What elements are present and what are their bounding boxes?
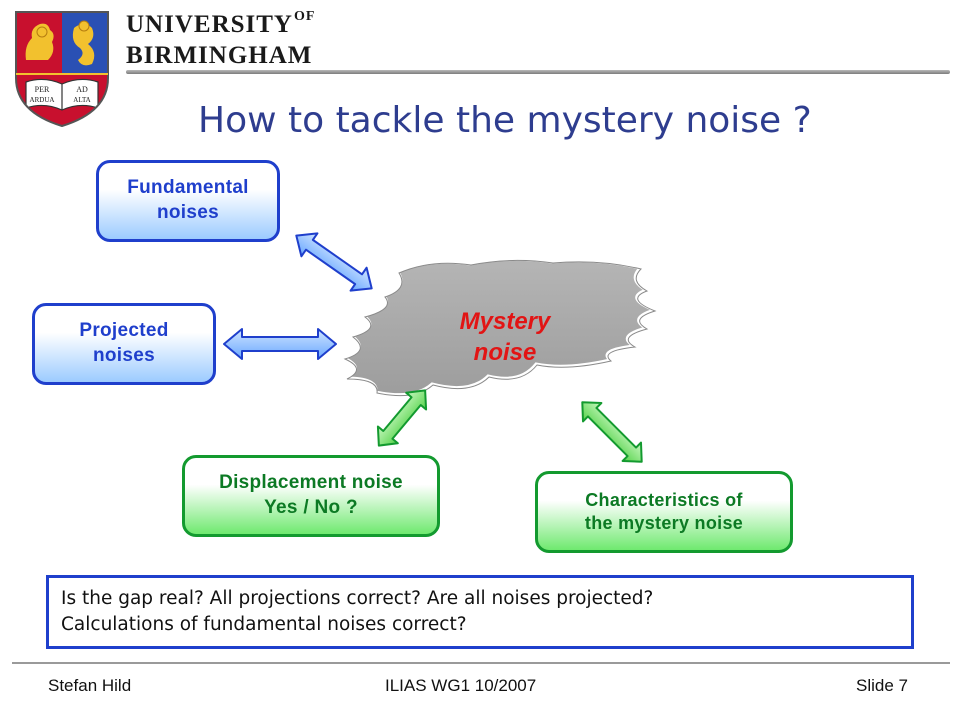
questions-box: Is the gap real? All projections correct… bbox=[46, 575, 914, 649]
characteristics-box: Characteristics of the mystery noise bbox=[535, 471, 793, 553]
university-crest-logo: PER ARDUA AD ALTA bbox=[15, 11, 109, 128]
arrow-fundamental-mystery bbox=[295, 232, 373, 292]
footer-author: Stefan Hild bbox=[48, 676, 132, 695]
arrow-projected-mystery bbox=[223, 328, 337, 360]
question-line-1: Is the gap real? All projections correct… bbox=[61, 588, 654, 609]
fundamental-noises-box: Fundamental noises bbox=[96, 160, 280, 242]
characteristics-label: Characteristics of the mystery noise bbox=[584, 489, 744, 533]
fundamental-noises-label: Fundamental noises bbox=[127, 177, 249, 223]
university-name: UNIVERSITYOF BIRMINGHAM bbox=[126, 9, 316, 69]
displacement-noise-label: Displacement noise Yes / No ? bbox=[219, 472, 403, 518]
university-line1: UNIVERSITY bbox=[126, 11, 293, 38]
projected-noises-label: Projected noises bbox=[79, 320, 169, 366]
projected-noises-box: Projected noises bbox=[32, 303, 216, 385]
arrow-mystery-characteristics bbox=[581, 401, 643, 463]
mystery-noise-label: Mystery noise bbox=[459, 308, 551, 367]
question-line-2: Calculations of fundamental noises corre… bbox=[61, 613, 467, 635]
footer-divider bbox=[12, 662, 950, 664]
svg-text:AD: AD bbox=[76, 85, 88, 94]
displacement-noise-box: Displacement noise Yes / No ? bbox=[182, 455, 440, 537]
university-line2: BIRMINGHAM bbox=[126, 42, 313, 69]
header-divider bbox=[126, 70, 950, 74]
mystery-cloud-shape bbox=[339, 257, 659, 397]
svg-text:ALTA: ALTA bbox=[73, 96, 90, 104]
svg-text:PER: PER bbox=[35, 85, 50, 94]
svg-text:ARDUA: ARDUA bbox=[30, 96, 55, 104]
university-of: OF bbox=[293, 9, 316, 24]
footer-event: ILIAS WG1 10/2007 bbox=[385, 676, 537, 695]
arrow-mystery-displacement bbox=[376, 389, 428, 447]
footer-slide-number: Slide 7 bbox=[856, 676, 908, 695]
slide-title: How to tackle the mystery noise ? bbox=[198, 100, 812, 141]
